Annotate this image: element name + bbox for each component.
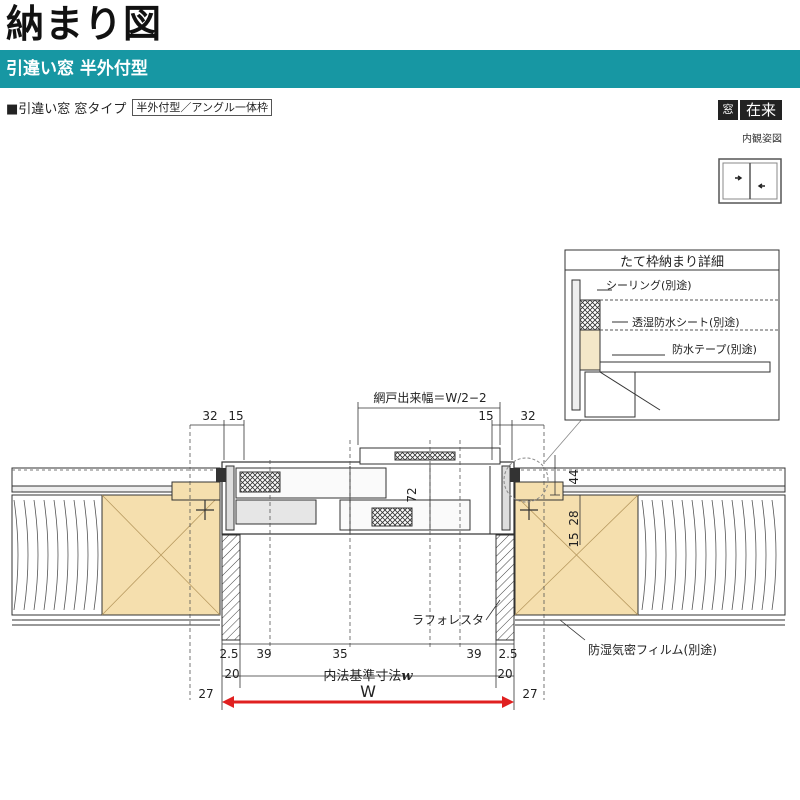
dim-left-32: 32 xyxy=(202,409,217,423)
window-type-label: ■引違い窓 窓タイプ xyxy=(6,102,127,117)
dim-20-right: 20 xyxy=(497,667,512,681)
dim-2-5-right: 2.5 xyxy=(498,647,517,661)
wood-post-left xyxy=(101,481,221,616)
standard-badge: 在来 xyxy=(739,100,782,120)
dim-39-left: 39 xyxy=(256,647,271,661)
dim-inner-text: 内法基準寸法 xyxy=(323,668,401,684)
window-type-value: 半外付型／アングル一体枠 xyxy=(132,99,272,116)
callout-sealing: シーリング(別途) xyxy=(606,278,692,292)
dim-35: 35 xyxy=(332,647,347,661)
window-thumbnail-icon xyxy=(718,158,782,204)
dim-44: 44 xyxy=(567,469,581,484)
dim-screen-width: 網戸出来幅＝W/2−2 xyxy=(373,390,486,405)
dim-w-label: W xyxy=(360,682,376,701)
lafore-jamb-left xyxy=(221,534,241,641)
insulation-right xyxy=(637,494,786,616)
dim-27-left: 27 xyxy=(198,687,213,701)
dim-39-right: 39 xyxy=(466,647,481,661)
dim-72: 72 xyxy=(405,487,419,502)
lafore-jamb-right xyxy=(495,534,515,641)
dim-inner-symbol: w xyxy=(401,669,413,684)
badge-group: 窓 在来 xyxy=(717,100,782,120)
detail-title: たて枠納まり詳細 xyxy=(620,254,724,270)
wood-post-right xyxy=(514,481,639,616)
dim-right-32: 32 xyxy=(520,409,535,423)
dim-15-right: 15 xyxy=(567,532,581,547)
window-frame-section xyxy=(216,447,520,535)
window-type-line: ■引違い窓 窓タイプ 半外付型／アングル一体枠 xyxy=(6,98,272,117)
interior-view-label: 内観姿図 xyxy=(742,134,782,145)
dim-20-left: 20 xyxy=(224,667,239,681)
exterior-siding xyxy=(11,467,786,493)
callout-waterproof-tape: 防水テープ(別途) xyxy=(672,342,757,356)
page-title: 納まり図 xyxy=(6,2,163,46)
label-lafore: ラフォレスタ xyxy=(412,613,484,627)
window-badge: 窓 xyxy=(717,100,738,120)
screw-icon xyxy=(196,500,538,520)
insulation-left xyxy=(11,494,103,616)
dim-left-15: 15 xyxy=(228,409,243,423)
dim-28: 28 xyxy=(567,510,581,525)
detail-box: たて枠納まり詳細 シーリング(別途) 透湿防水シート(別途) 防水テープ(別途) xyxy=(564,249,780,421)
dim-right-15: 15 xyxy=(478,409,493,423)
detail-callout-circle xyxy=(503,457,549,503)
w-dimension-arrow xyxy=(222,696,514,708)
dim-2-5-left: 2.5 xyxy=(219,647,238,661)
dim-inner-label: 内法基準寸法w xyxy=(323,668,413,684)
section-title-bar: 引違い窓 半外付型 xyxy=(0,50,800,88)
dim-27-right: 27 xyxy=(522,687,537,701)
callout-moisture-sheet: 透湿防水シート(別途) xyxy=(632,315,740,329)
label-moisture-film: 防湿気密フィルム(別途) xyxy=(588,642,717,657)
